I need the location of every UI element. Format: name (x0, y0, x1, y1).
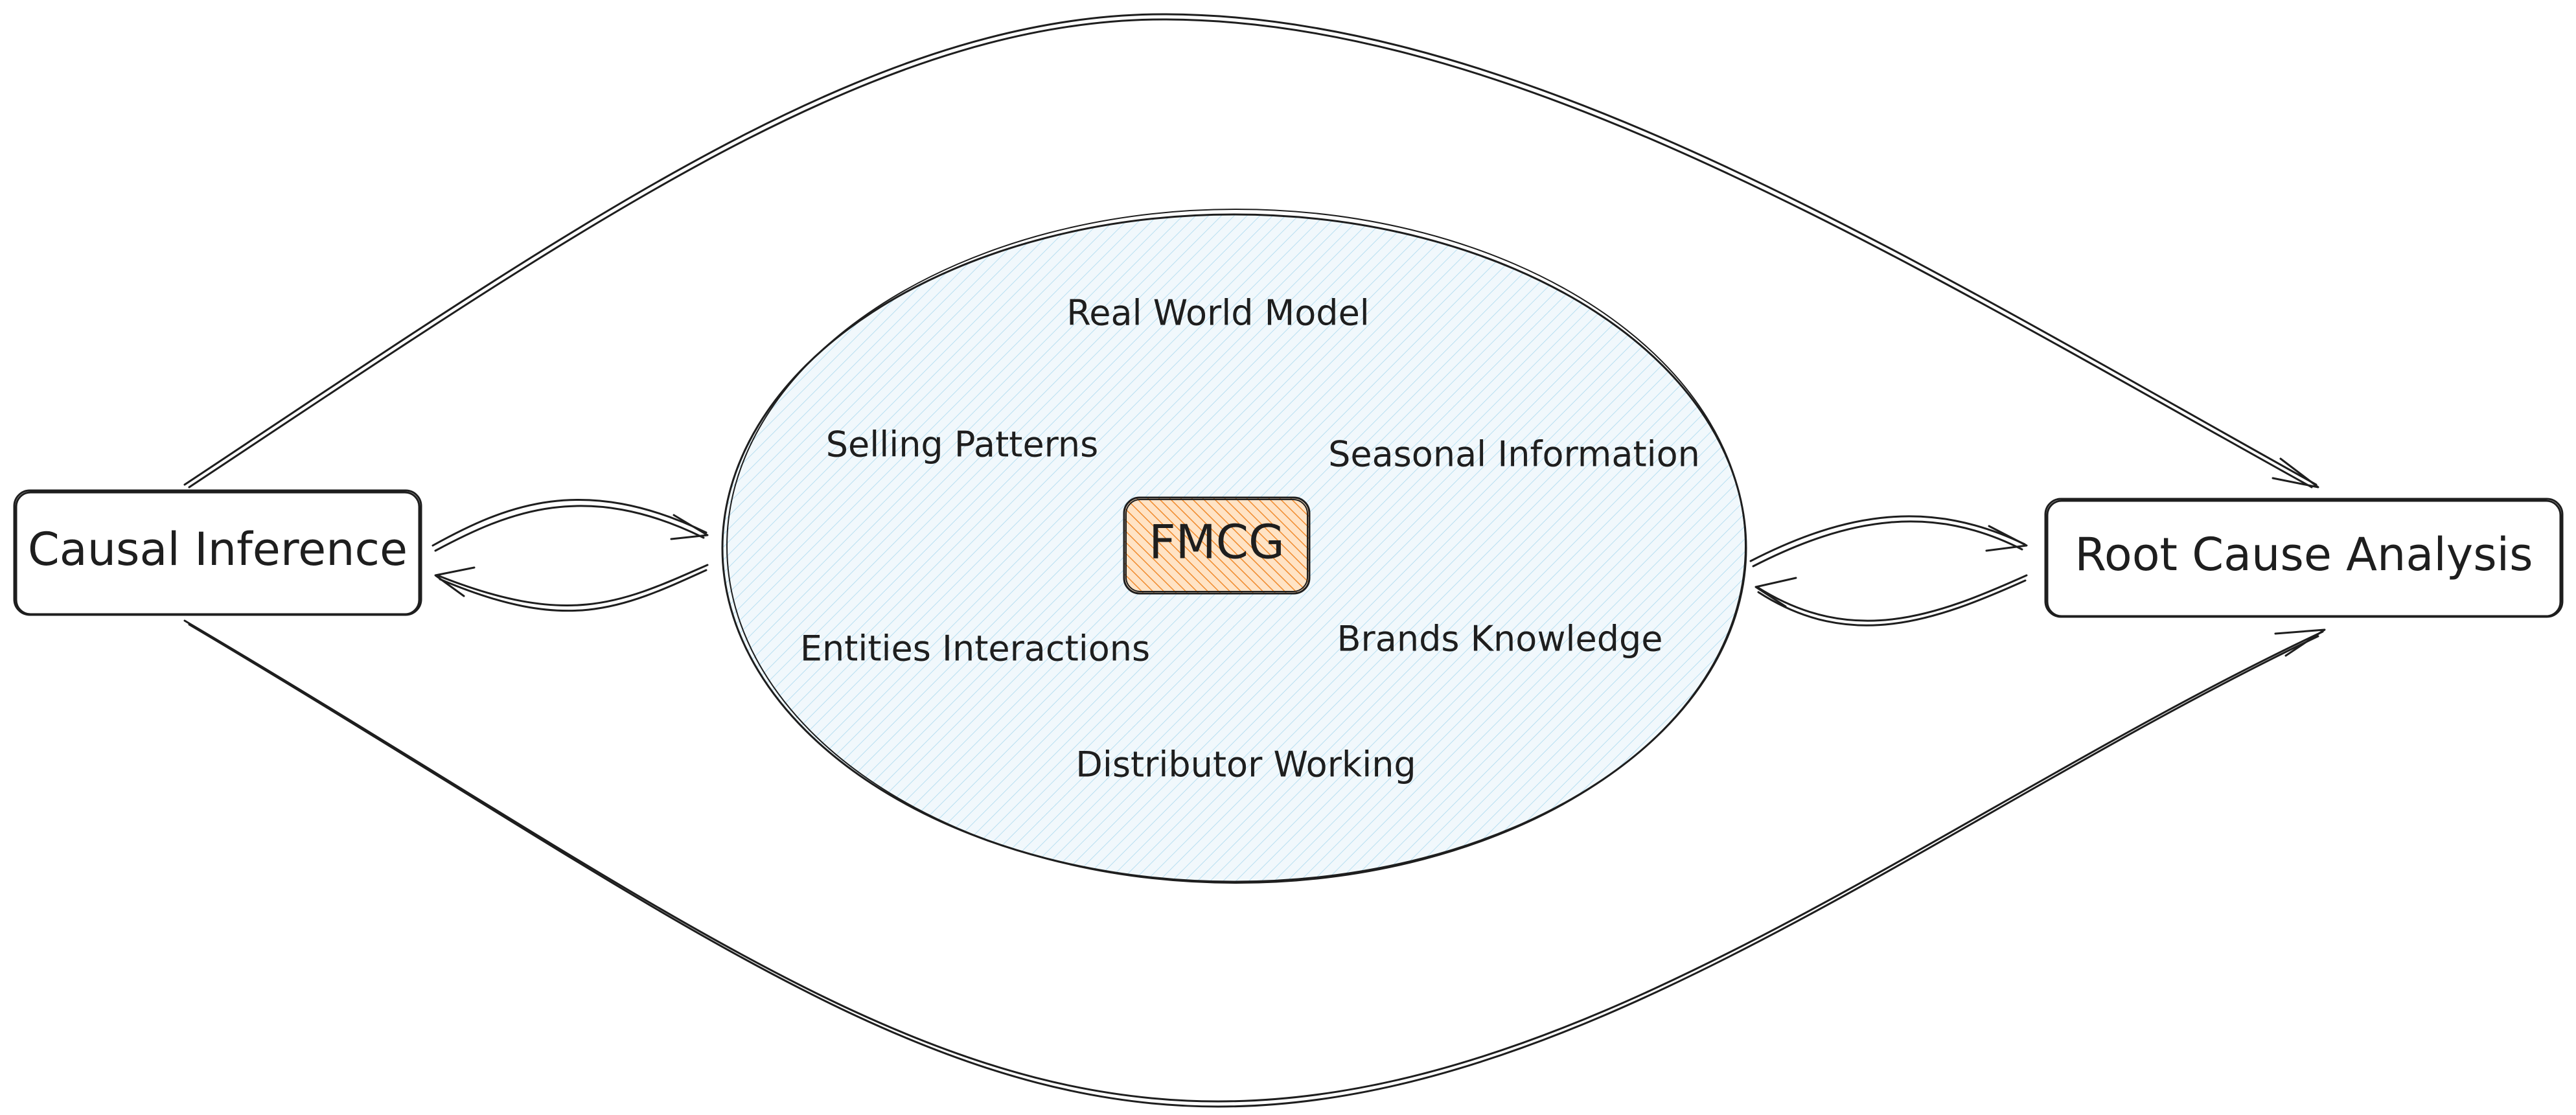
topic-distributor-working: Distributor Working (1075, 744, 1416, 785)
fmcg-node: FMCG (1123, 496, 1311, 595)
connector-right-to-model (1756, 574, 2028, 622)
root-cause-analysis-label: Root Cause Analysis (2075, 528, 2533, 581)
arc-bottom-connector (183, 619, 2324, 1103)
arc-top-connector (183, 13, 2317, 486)
connector-left-to-model-trace (434, 505, 705, 552)
topic-real-world-model: Real World Model (1066, 293, 1370, 334)
arrowhead-into-right-box (1985, 525, 2028, 552)
connector-right-to-model-trace (1757, 579, 2027, 626)
arrowhead-bottom-right (2274, 628, 2326, 657)
connector-model-to-left-trace (439, 569, 707, 612)
topic-selling-patterns: Selling Patterns (826, 424, 1099, 465)
arrowhead-into-left-box (434, 566, 476, 597)
connector-model-to-right (1749, 515, 2026, 562)
connector-model-to-right-trace (1752, 520, 2023, 568)
fmcg-label: FMCG (1149, 515, 1285, 569)
causal-inference-node: Causal Inference (13, 489, 422, 616)
root-cause-analysis-node: Root Cause Analysis (2044, 498, 2564, 618)
arrowhead-top-right (2271, 457, 2319, 489)
arc-top-connector-trace (188, 18, 2313, 489)
arc-bottom-connector-trace (188, 623, 2319, 1108)
causal-inference-label: Causal Inference (28, 523, 408, 576)
connector-model-to-left (436, 564, 709, 607)
topic-entities-interactions: Entities Interactions (800, 628, 1150, 669)
arrowhead-into-model (670, 514, 709, 540)
topic-seasonal-information: Seasonal Information (1328, 434, 1700, 475)
connector-left-to-model (431, 498, 707, 547)
topic-brands-knowledge: Brands Knowledge (1337, 619, 1663, 660)
arrowhead-into-model-right (1754, 577, 1797, 608)
